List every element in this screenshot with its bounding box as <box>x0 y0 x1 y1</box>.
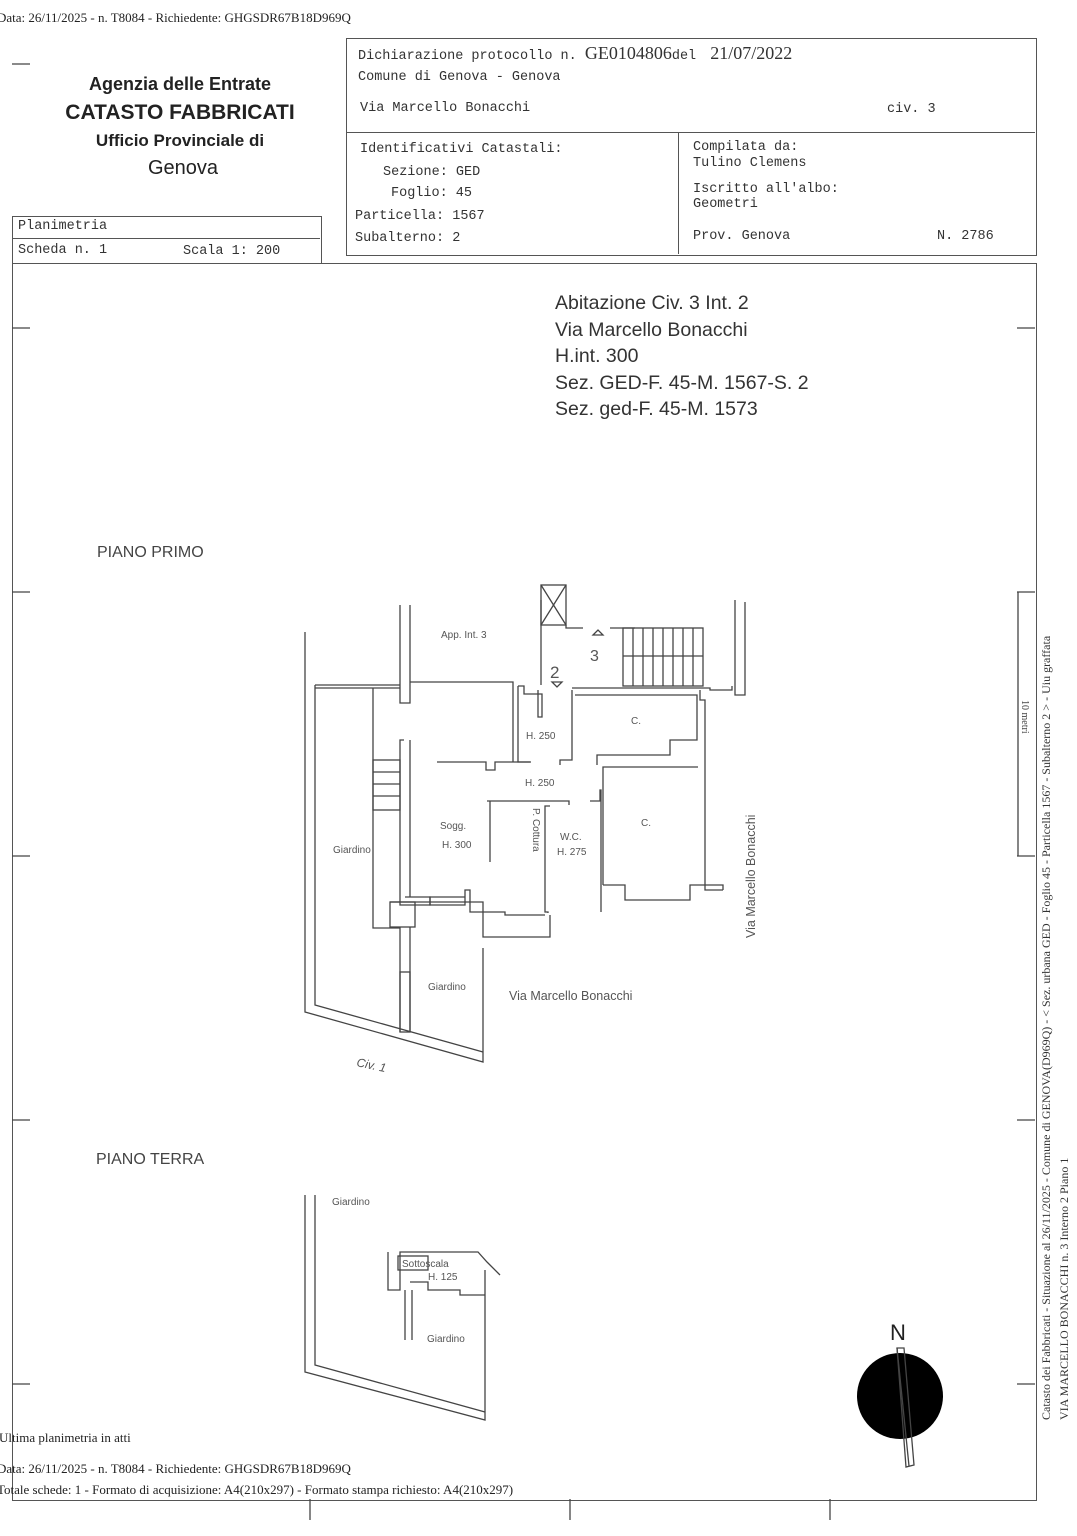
label-room-c1: C. <box>631 716 641 727</box>
compass-north-label: N <box>890 1320 906 1345</box>
albo-label: Iscritto all'albo: <box>693 182 839 197</box>
unit-ref1: Sez. GED-F. 45-M. 1567-S. 2 <box>555 371 809 394</box>
unit-title: Abitazione Civ. 3 Int. 2 <box>555 292 749 314</box>
label-room-c2: C. <box>641 818 651 829</box>
declaration-box <box>346 38 1037 256</box>
civico: civ. 3 <box>887 102 936 117</box>
label-giardino-1: Giardino <box>333 845 371 856</box>
drawing-header: Abitazione Civ. 3 Int. 2 Via Marcello Bo… <box>555 290 809 423</box>
piano-terra-plan <box>304 1195 501 1421</box>
label-entrance-2: 2 <box>550 663 559 682</box>
sezione: Sezione: GED <box>383 165 481 180</box>
label-street-horizontal: Via Marcello Bonacchi <box>509 989 632 1003</box>
label-soggiorno: Sogg. <box>440 821 466 832</box>
unit-ref2: Sez. ged-F. 45-M. 1573 <box>555 398 758 420</box>
label-h250-hall: H. 250 <box>526 731 556 742</box>
subalterno: Subalterno: 2 <box>355 231 461 246</box>
sheet-scale: Scala 1: 200 <box>183 244 281 259</box>
agency-department: CATASTO FABBRICATI <box>65 101 295 124</box>
foglio: Foglio: 45 <box>391 186 473 201</box>
unit-height: H.int. 300 <box>555 345 639 367</box>
agency-province: Genova <box>147 157 219 179</box>
label-terra-giardino-2: Giardino <box>427 1334 465 1345</box>
compilata-name: Tulino Clemens <box>693 156 807 171</box>
agency-office: Ufficio Provinciale di <box>95 131 265 150</box>
request-info-top: Data: 26/11/2025 - n. T8084 - Richiedent… <box>0 10 351 25</box>
sheet-box <box>12 216 322 264</box>
label-cottura: P. Cottura <box>530 808 541 852</box>
label-giardino-2: Giardino <box>428 982 466 993</box>
albo-number: N. 2786 <box>937 229 994 244</box>
footer-totals: Totale schede: 1 - Formato di acquisizio… <box>0 1482 514 1497</box>
label-app-int3: App. Int. 3 <box>441 630 487 641</box>
prov: Prov. Genova <box>693 229 791 244</box>
frame-ticks <box>12 63 1035 1520</box>
albo: Geometri <box>693 197 758 212</box>
compilata-label: Compilata da: <box>693 140 799 155</box>
sheet-title: Planimetria <box>18 219 108 234</box>
unit-street: Via Marcello Bonacchi <box>555 318 748 341</box>
label-civ1: Civ. 1 <box>355 1055 387 1075</box>
label-entrance-3: 3 <box>590 648 599 665</box>
label-street-vertical: Via Marcello Bonacchi <box>744 815 758 938</box>
comune: Comune di Genova - Genova <box>358 70 561 85</box>
compass-icon <box>857 1347 943 1468</box>
piano-terra-title: PIANO TERRA <box>96 1151 205 1168</box>
divider <box>346 132 1035 133</box>
label-wc: W.C. <box>560 832 582 843</box>
sheet-number: Scheda n. 1 <box>18 243 108 258</box>
identificativi-title: Identificativi Catastali: <box>360 142 563 157</box>
protocol-label: Dichiarazione protocollo n. <box>358 49 577 64</box>
street: Via Marcello Bonacchi <box>360 101 531 116</box>
protocol-number: GE0104806 <box>584 43 672 63</box>
label-h275: H. 275 <box>557 847 587 858</box>
protocol-line: Dichiarazione protocollo n. GE0104806del… <box>358 43 792 64</box>
drawing-frame <box>12 263 1037 1501</box>
divider <box>678 132 679 254</box>
divider <box>12 238 320 239</box>
label-h125: H. 125 <box>428 1272 458 1283</box>
piano-primo-title: PIANO PRIMO <box>97 544 204 561</box>
agency-name: Agenzia delle Entrate <box>88 74 272 94</box>
piano-primo-plan <box>304 584 746 1063</box>
side-text-line1: Catasto dei Fabbricati - Situazione al 2… <box>1039 635 1053 1420</box>
label-h250-corridor: H. 250 <box>525 778 555 789</box>
side-text-line2: VIA MARCELLO BONACCHI n. 3 Interno 2 Pia… <box>1057 1158 1071 1420</box>
label-terra-giardino-1: Giardino <box>332 1197 370 1208</box>
del-label: del <box>671 49 697 64</box>
footer-last-plan: Ultima planimetria in atti <box>0 1430 131 1445</box>
particella: Particella: 1567 <box>355 209 485 224</box>
footer-request-info: Data: 26/11/2025 - n. T8084 - Richiedent… <box>0 1461 351 1476</box>
protocol-date: 21/07/2022 <box>710 43 793 63</box>
label-h300: H. 300 <box>442 840 472 851</box>
label-sottoscala: Sottoscala <box>402 1259 449 1270</box>
scale-bar-label: 10 metri <box>1019 700 1030 734</box>
